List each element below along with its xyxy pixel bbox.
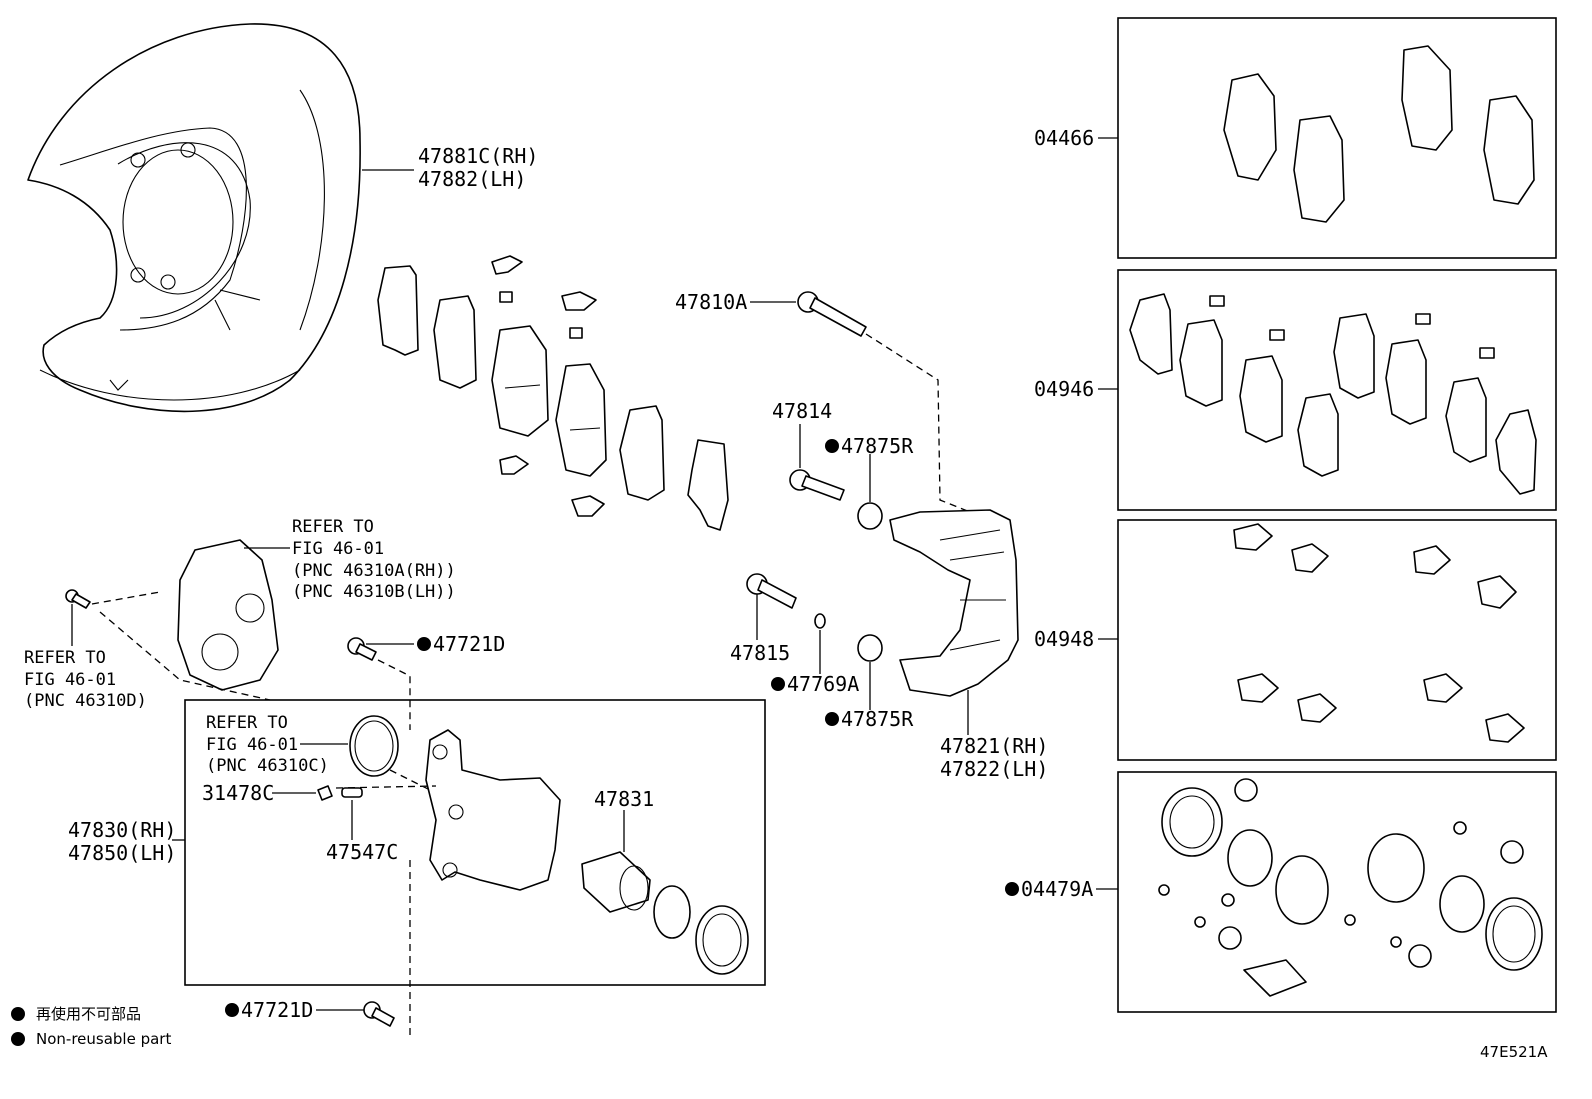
label-47721d-bottom: 47721D — [241, 998, 313, 1022]
label-47882-lh: 47882(LH) — [418, 167, 526, 191]
refer-seal-2: FIG 46-01 — [206, 735, 298, 755]
ring-47769a — [814, 613, 826, 629]
legend-marker — [11, 1007, 25, 1021]
kit-04946-shims — [1129, 293, 1537, 495]
label-47875r-top: 47875R — [841, 434, 914, 458]
label-47875r-bottom: 47875R — [841, 707, 914, 731]
kit-panel-04948 — [1117, 519, 1557, 761]
seal-ring — [349, 715, 399, 777]
cylinder-assembly-box — [184, 699, 766, 986]
non-reusable-marker — [825, 439, 839, 453]
figure-code: 47E521A — [1480, 1043, 1548, 1061]
pin-47815 — [746, 573, 797, 609]
bolt-47721d-top — [347, 637, 377, 661]
part-47547c — [341, 787, 363, 798]
non-reusable-marker — [771, 677, 785, 691]
boot-47875r-bottom — [857, 634, 883, 662]
refer-knuckle-2: FIG 46-01 — [292, 539, 384, 559]
kit-04466-pads — [1223, 45, 1535, 223]
piston-47831 — [581, 851, 749, 975]
refer-knuckle-3: (PNC 46310A(RH)) — [292, 561, 456, 581]
label-47822-lh: 47822(LH) — [940, 757, 1048, 781]
legend-japanese: 再使用不可部品 — [36, 1005, 141, 1023]
refer-seal-1: REFER TO — [206, 713, 288, 733]
label-47830-rh: 47830(RH) — [68, 818, 176, 842]
label-47810a: 47810A — [675, 290, 747, 314]
label-47850-lh: 47850(LH) — [68, 841, 176, 865]
refer-hub-1: REFER TO — [24, 648, 106, 668]
non-reusable-marker — [417, 637, 431, 651]
refer-seal-3: (PNC 46310C) — [206, 756, 329, 776]
non-reusable-marker — [1005, 882, 1019, 896]
legend-marker — [11, 1032, 25, 1046]
refer-hub-3: (PNC 46310D) — [24, 691, 147, 711]
label-47815: 47815 — [730, 641, 790, 665]
non-reusable-marker — [825, 712, 839, 726]
caliper-cylinder — [425, 729, 561, 891]
boot-47875r-top — [857, 502, 883, 530]
label-47814: 47814 — [772, 399, 832, 423]
label-04946: 04946 — [1034, 377, 1094, 401]
legend-english: Non-reusable part — [36, 1030, 171, 1048]
steering-knuckle — [177, 539, 279, 691]
part-31478c — [317, 785, 333, 801]
label-47881c-rh: 47881C(RH) — [418, 144, 538, 168]
label-47831: 47831 — [594, 787, 654, 811]
non-reusable-marker — [225, 1003, 239, 1017]
kit-04479a-seals — [1158, 778, 1543, 997]
label-47721d-top: 47721D — [433, 632, 505, 656]
kit-04948-clips — [1233, 523, 1525, 743]
legend: 再使用不可部品 Non-reusable part — [11, 1005, 171, 1048]
label-04466: 04466 — [1034, 126, 1094, 150]
label-47547c: 47547C — [326, 840, 398, 864]
pin-47814 — [789, 469, 845, 501]
dust-shield — [27, 23, 361, 413]
hub-bolt — [65, 589, 91, 609]
bolt-47721d-bottom — [363, 1001, 395, 1027]
bolt-47810a — [797, 291, 867, 337]
label-04948: 04948 — [1034, 627, 1094, 651]
label-47821-rh: 47821(RH) — [940, 734, 1048, 758]
caliper-mounting-47821 — [889, 509, 1019, 697]
refer-hub-2: FIG 46-01 — [24, 670, 116, 690]
label-04479a: 04479A — [1021, 877, 1093, 901]
kit-panel-04479a — [1117, 771, 1557, 1013]
brake-pad-set — [377, 255, 729, 531]
label-47769a: 47769A — [787, 672, 859, 696]
kit-panel-04946 — [1117, 269, 1557, 511]
refer-knuckle-1: REFER TO — [292, 517, 374, 537]
label-31478c: 31478C — [202, 781, 274, 805]
refer-knuckle-4: (PNC 46310B(LH)) — [292, 582, 456, 602]
